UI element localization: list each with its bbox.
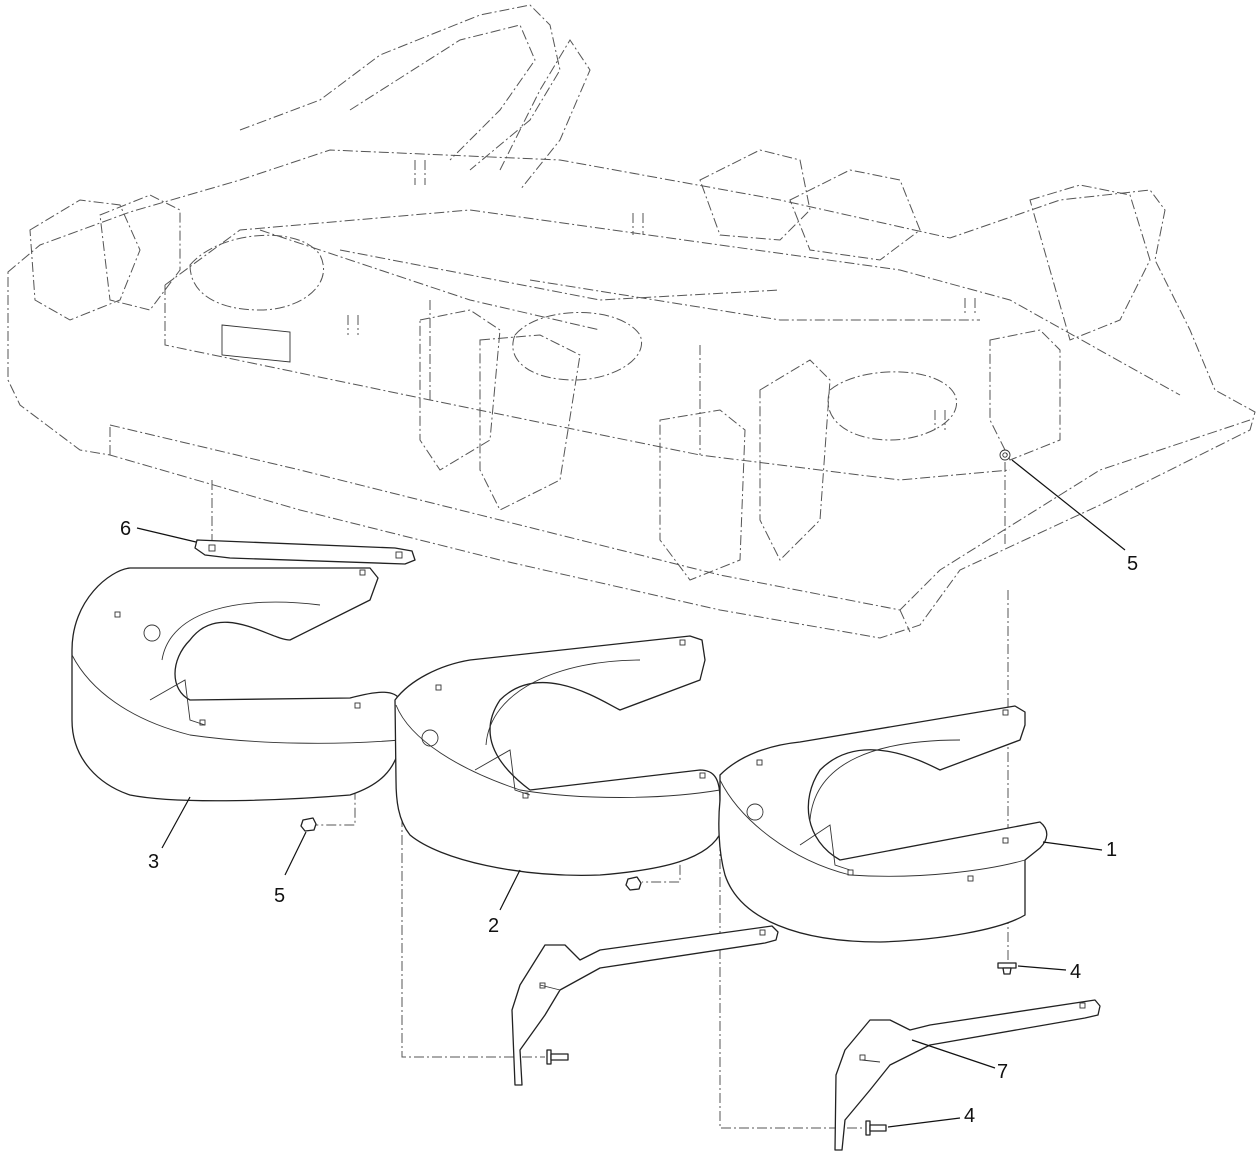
part-2-center-baffle: [394, 635, 723, 876]
part-5-flange-nut-center: [625, 876, 642, 891]
part-1-right-baffle: [718, 705, 1048, 943]
callout-2: 2: [488, 915, 499, 937]
part-4-bolt-lower-right: [865, 1120, 887, 1136]
part-4-bolt-center: [546, 1049, 569, 1065]
part-5-flange-nut-left: [300, 817, 317, 832]
callout-5-deck: 5: [1127, 553, 1138, 575]
leader-lines: [136, 459, 1126, 1128]
callout-3: 3: [148, 851, 159, 873]
callout-6: 6: [120, 518, 131, 540]
callout-5-lower-left: 5: [274, 885, 285, 907]
callout-4-bottom: 4: [964, 1105, 975, 1127]
callout-labels: 1 2 3 4 4 5 5 6 7: [120, 518, 1138, 1127]
callout-7: 7: [997, 1061, 1008, 1083]
part-6-strap: [194, 539, 416, 565]
part-4-bolt-right: [997, 962, 1017, 975]
callout-1: 1: [1106, 839, 1117, 861]
part-7-bracket-center: [511, 925, 779, 1086]
mower-deck-phantom: [7, 4, 1256, 639]
part-3-left-baffle: [71, 567, 401, 802]
callout-4-right: 4: [1070, 961, 1081, 983]
part-7-bracket-right: [834, 999, 1101, 1151]
